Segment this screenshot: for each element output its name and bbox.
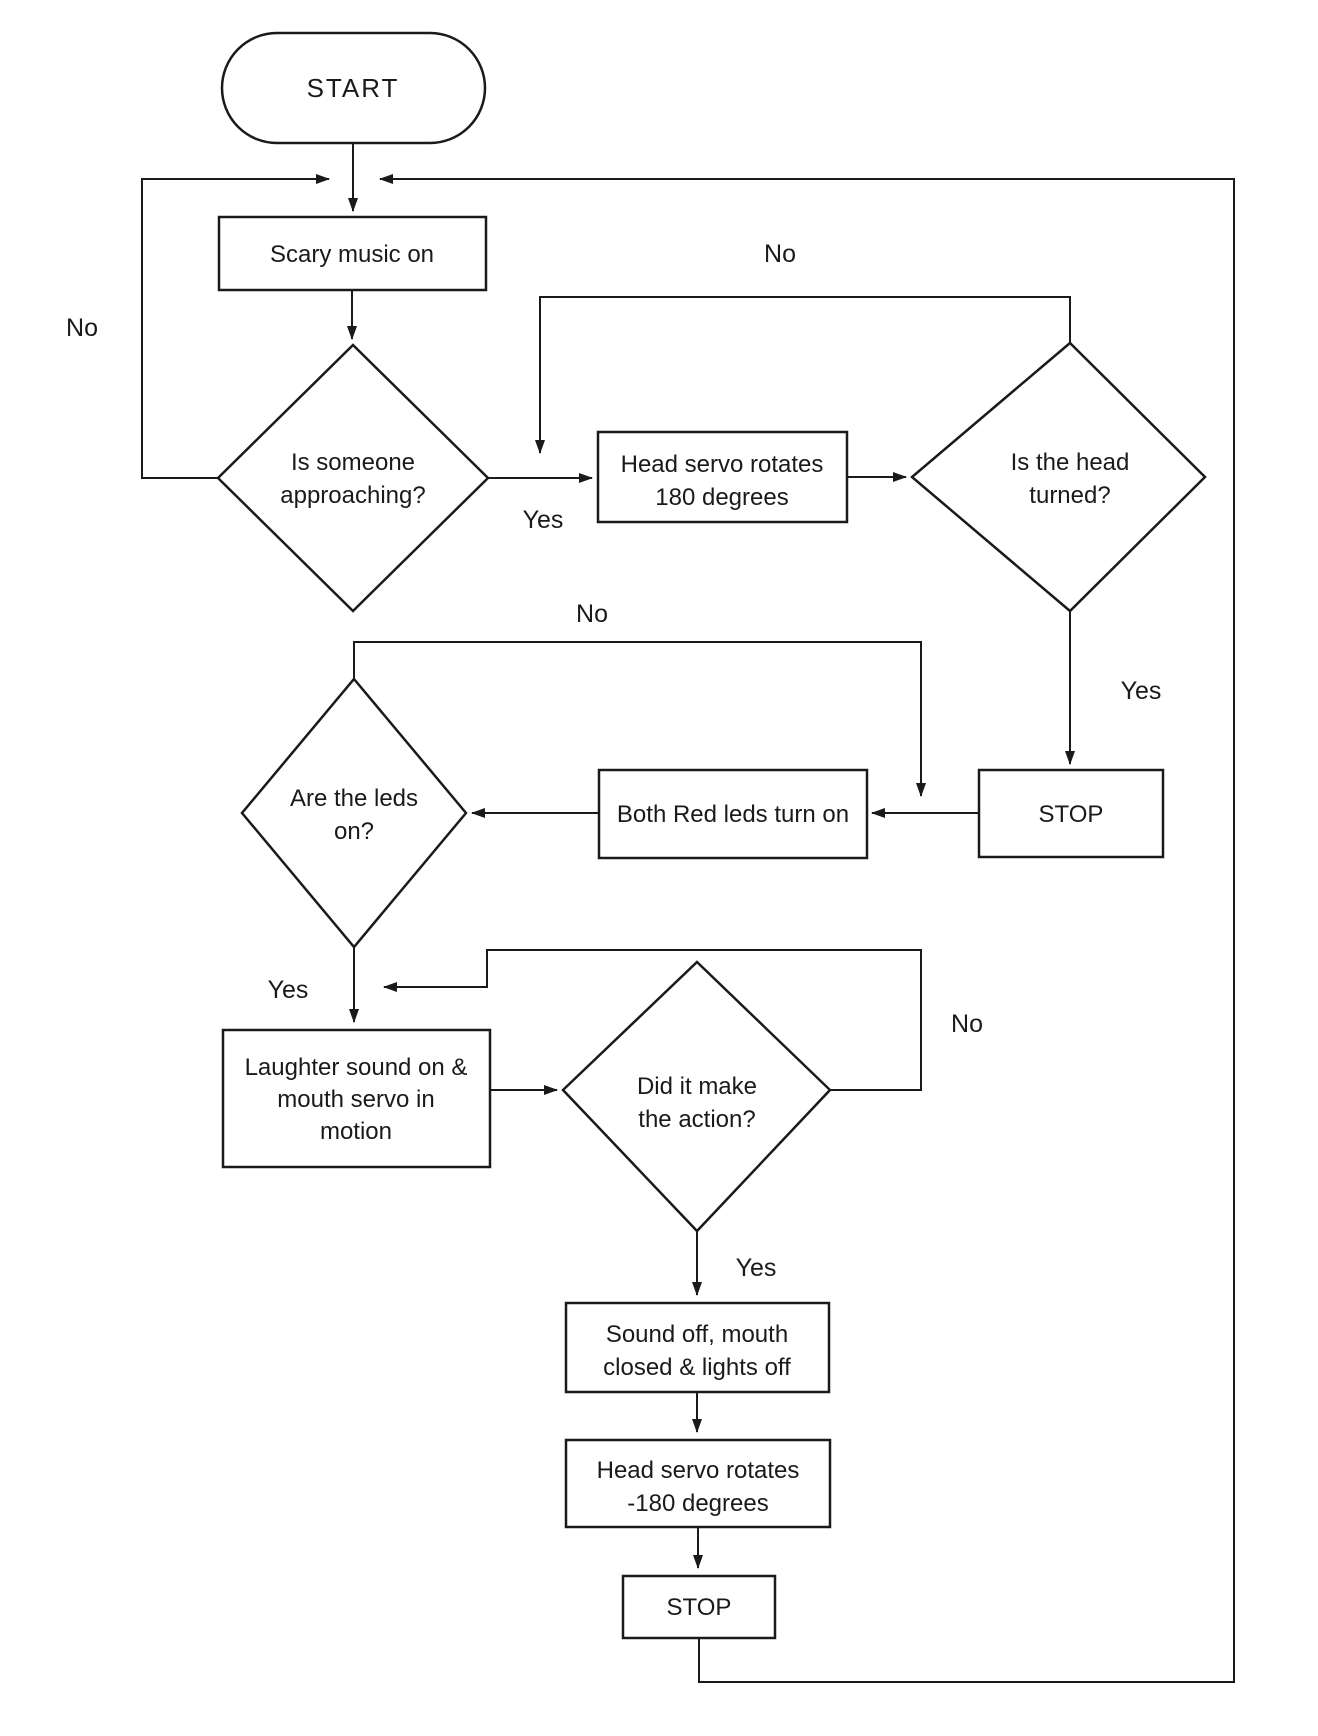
node-head-servo-rotates-180-line1: Head servo rotates [621, 451, 824, 478]
node-start [220, 31, 487, 145]
node-are-the-leds-on-line2: on? [334, 818, 374, 845]
edge-approaching-no-loop [141, 174, 330, 479]
node-are-the-leds-on-line1: Are the leds [290, 785, 418, 812]
node-stop-bottom-label: STOP [667, 1594, 732, 1621]
node-is-the-head-turned-line2: turned? [1029, 482, 1110, 509]
node-laughter-sound-line2: mouth servo in [277, 1086, 434, 1113]
node-head-servo-rotates-180-line2: 180 degrees [655, 484, 788, 511]
label-approaching-no: No [66, 314, 98, 342]
node-sound-off [564, 1301, 831, 1394]
node-did-it-make-action-line1: Did it make [637, 1073, 757, 1100]
node-sound-off-line2: closed & lights off [603, 1354, 791, 1381]
node-start-label: START [307, 73, 400, 103]
node-are-the-leds-on [240, 677, 468, 949]
edge-action-no-loop [383, 949, 922, 1091]
node-laughter-sound-line1: Laughter sound on & [245, 1054, 468, 1081]
node-both-red-leds [597, 768, 869, 860]
node-is-someone-approaching-line2: approaching? [280, 482, 425, 509]
node-laughter-sound-line3: motion [320, 1118, 392, 1145]
node-is-someone-approaching [216, 343, 490, 613]
node-scary-music [217, 215, 488, 292]
node-laughter-sound [221, 1028, 492, 1169]
label-action-no: No [951, 1010, 983, 1038]
node-stop-bottom [621, 1574, 777, 1640]
label-leds-yes: Yes [268, 976, 309, 1004]
label-action-yes: Yes [736, 1254, 777, 1282]
edge-head-turned-no-loop [535, 296, 1071, 454]
label-head-turned-yes: Yes [1121, 677, 1162, 705]
edge-stop-return-loop [379, 174, 1235, 1683]
node-stop-top [977, 768, 1165, 859]
node-head-servo-rotates-neg180-line1: Head servo rotates [597, 1457, 800, 1484]
label-leds-no: No [576, 600, 608, 628]
node-scary-music-label: Scary music on [270, 241, 434, 268]
node-head-servo-rotates-180 [596, 430, 849, 524]
node-head-servo-rotates-neg180 [564, 1438, 832, 1529]
label-head-turned-no: No [764, 240, 796, 268]
node-did-it-make-action-line2: the action? [638, 1106, 755, 1133]
node-is-the-head-turned [910, 341, 1207, 613]
node-did-it-make-action [561, 960, 832, 1233]
node-is-someone-approaching-line1: Is someone [291, 449, 415, 476]
node-is-the-head-turned-line1: Is the head [1011, 449, 1130, 476]
edge-leds-no-loop [353, 641, 926, 797]
label-approaching-yes: Yes [523, 506, 564, 534]
node-sound-off-line1: Sound off, mouth [606, 1321, 788, 1348]
node-stop-top-label: STOP [1039, 801, 1104, 828]
node-both-red-leds-label: Both Red leds turn on [617, 801, 849, 828]
node-head-servo-rotates-neg180-line2: -180 degrees [627, 1490, 768, 1517]
